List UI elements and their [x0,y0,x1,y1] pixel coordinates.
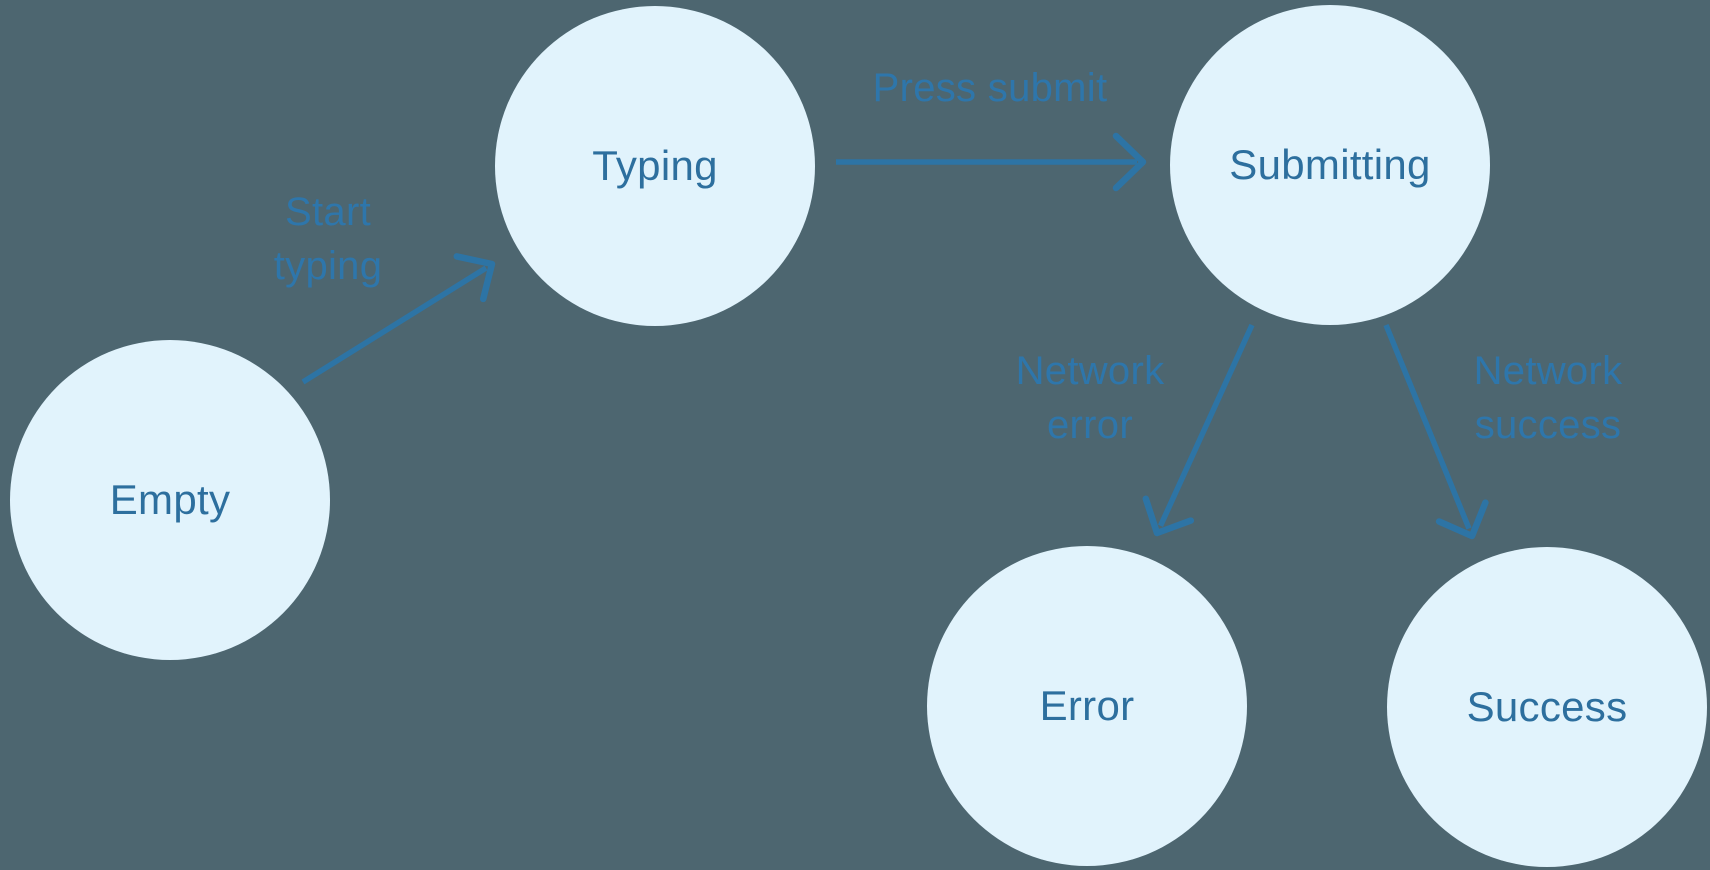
arrow-shaft [1157,323,1255,527]
transition-label-line: typing [273,244,383,288]
transition-label-network-success: Network success [1474,344,1623,452]
arrow-head-icon [1435,499,1489,540]
state-node-error: Error [927,546,1247,866]
arrow-shaft [1383,323,1472,530]
arrow-head-icon [1112,132,1147,192]
transition-label-line: error [1047,403,1133,447]
state-node-empty: Empty [10,340,330,660]
state-label-typing: Typing [592,142,718,189]
arrow-head-icon [1142,495,1195,537]
transition-label-line: Start [285,190,371,234]
state-node-typing: Typing [495,6,815,326]
transition-label-network-error: Network error [1016,344,1165,452]
state-label-success: Success [1466,683,1628,730]
transition-arrow-network-success [1383,323,1489,540]
transition-label-start-typing: Start typing [274,185,383,293]
state-label-error: Error [1039,682,1135,729]
transition-label-line: success [1474,403,1622,447]
transition-label-line: Network [1473,349,1623,393]
state-node-success: Success [1387,547,1707,867]
arrow-head-icon [453,253,496,303]
transition-label-line: Network [1015,349,1165,393]
transition-arrow-press-submit [836,132,1147,192]
transition-label-line: Press submit [872,66,1108,110]
state-label-empty: Empty [109,476,231,523]
state-label-submitting: Submitting [1229,141,1431,188]
state-node-submitting: Submitting [1170,5,1490,325]
transition-label-press-submit: Press submit [873,61,1108,115]
